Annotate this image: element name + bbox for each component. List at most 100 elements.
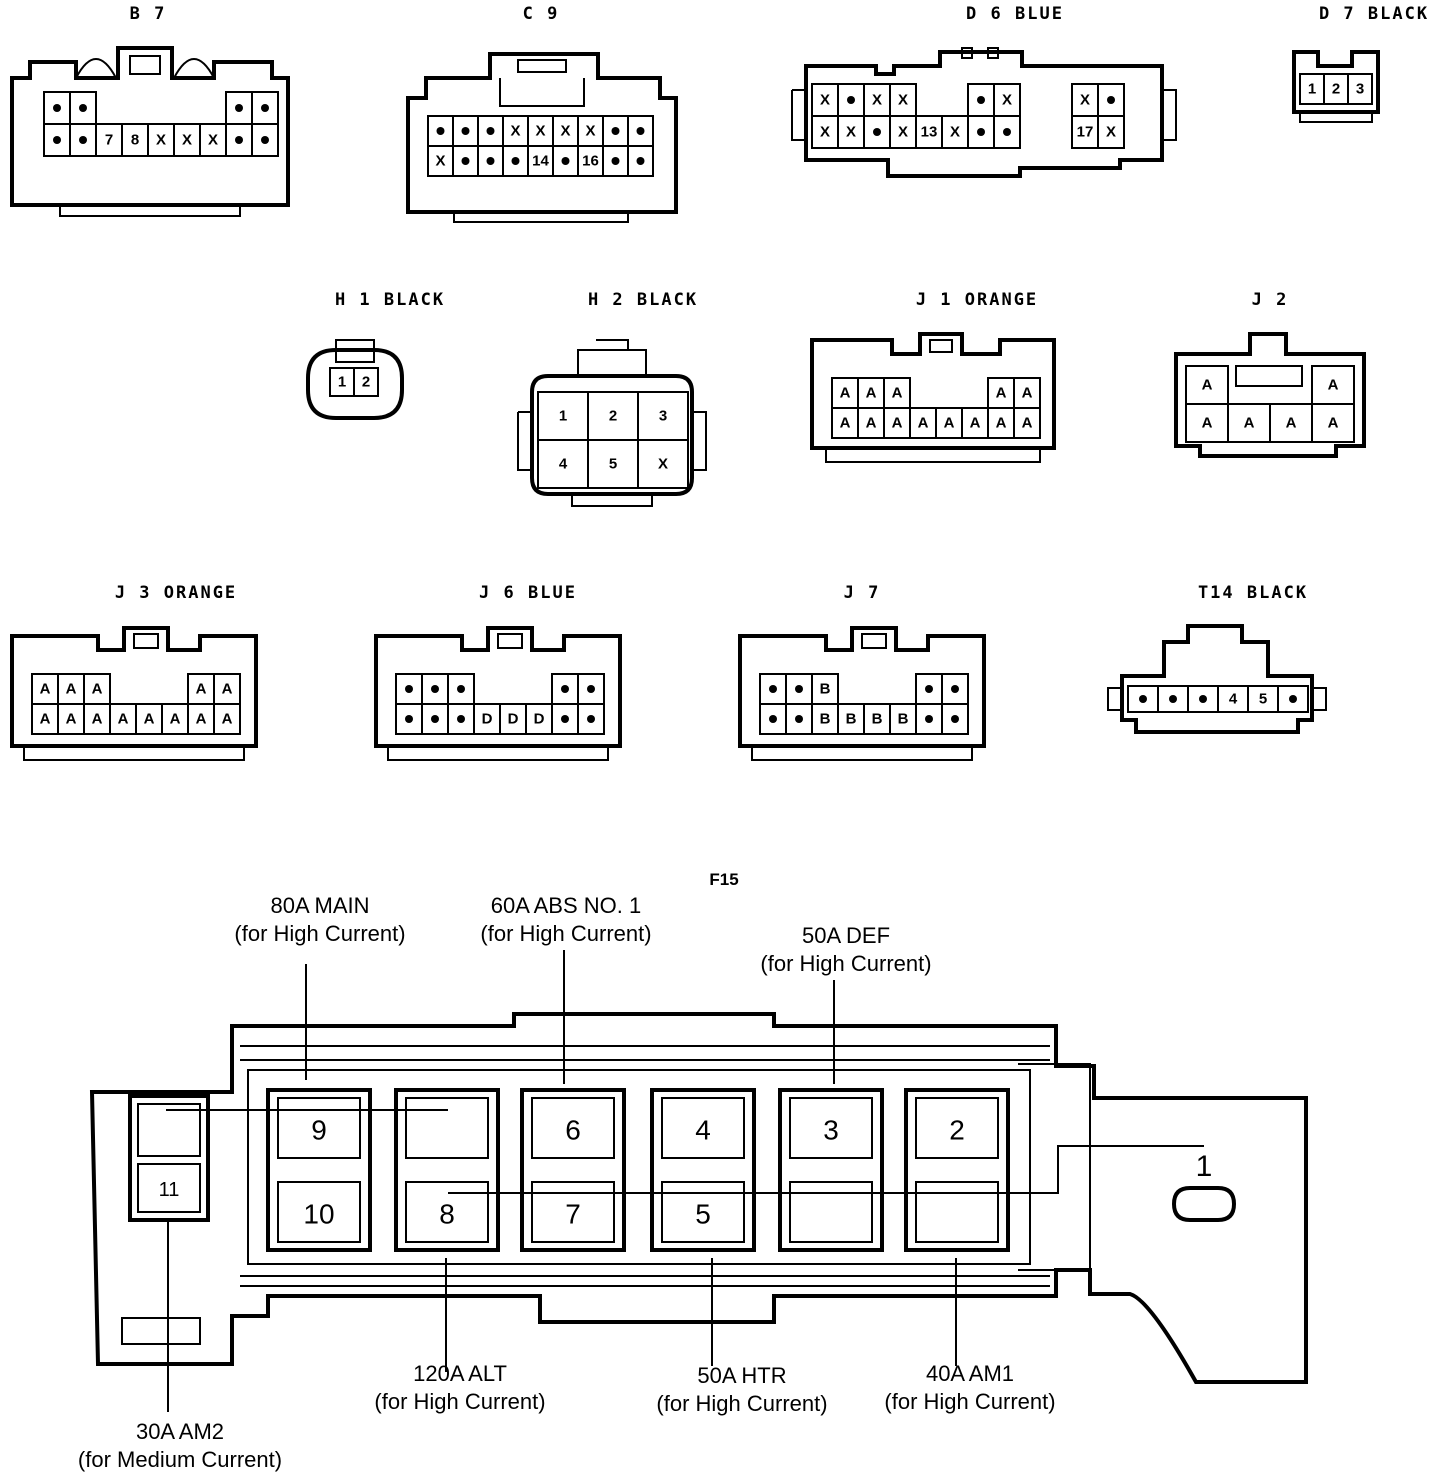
pin-dot-b7-1-1 bbox=[79, 136, 87, 144]
cavity-d6-1-11 bbox=[1097, 115, 1125, 149]
pin-label-j2-1-1: A bbox=[1244, 415, 1255, 432]
pin-label-d7-0-1: 2 bbox=[1332, 81, 1340, 98]
pin-label-d6-1-10: 17 bbox=[1077, 124, 1094, 141]
label-50a-def-name: 50A DEF bbox=[801, 923, 891, 948]
cavity-c9-1-0 bbox=[427, 145, 454, 177]
label-40a-am1: 40A AM1(for High Current) bbox=[884, 1360, 1055, 1416]
pin-dot-b7-0-1 bbox=[79, 104, 87, 112]
pin-label-j3-0-2: A bbox=[92, 681, 103, 698]
pin-dot-c9-1-3 bbox=[511, 157, 520, 165]
fuse-number-9: 9 bbox=[311, 1115, 327, 1146]
fuse-slot-4-1 bbox=[789, 1181, 873, 1243]
pin-dot-c9-1-1 bbox=[461, 157, 470, 165]
cavity-j1-1-2 bbox=[883, 407, 911, 439]
pin-dot-j6-0-0 bbox=[405, 685, 413, 693]
connector-title-h1: H 1 BLACK bbox=[334, 290, 446, 310]
connector-title-j2: J 2 bbox=[1251, 290, 1289, 310]
cavity-d6-1-4 bbox=[915, 115, 943, 149]
connector-h2 bbox=[517, 339, 707, 507]
cavity-h2-1-2 bbox=[637, 439, 689, 489]
pin-label-j1-1-4: A bbox=[944, 415, 955, 432]
pin-label-j1-1-0: A bbox=[840, 415, 851, 432]
cavity-d6-1-5 bbox=[941, 115, 969, 149]
connector-title-j6: J 6 BLUE bbox=[479, 583, 577, 603]
pin-label-b7-1-4: X bbox=[156, 132, 166, 149]
cavity-d6-0-2 bbox=[863, 83, 891, 117]
pin-dot-j7-0-6 bbox=[925, 685, 933, 693]
pin-dot-c9-0-1 bbox=[461, 127, 470, 135]
cavity-j3-1-4 bbox=[135, 703, 163, 735]
pin-label-h2-0-2: 3 bbox=[659, 408, 667, 425]
cavity-b7-1-4 bbox=[147, 123, 175, 157]
pin-dot-d6-0-6 bbox=[977, 96, 985, 104]
pin-label-j2-1-0: A bbox=[1202, 415, 1213, 432]
pin-label-d6-0-0: X bbox=[820, 92, 830, 109]
pin-dot-t14-0-5 bbox=[1289, 695, 1297, 703]
pin-dot-j7-1-1 bbox=[795, 715, 803, 723]
pin-dot-c9-1-2 bbox=[486, 157, 495, 165]
label-50a-htr: 50A HTR(for High Current) bbox=[656, 1362, 827, 1418]
pin-dot-b7-0-7 bbox=[235, 104, 243, 112]
pin-label-j1-0-0: A bbox=[840, 385, 851, 402]
pin-label-j1-1-3: A bbox=[918, 415, 929, 432]
pin-label-j2-1-3: A bbox=[1328, 415, 1339, 432]
fuse-number-2: 2 bbox=[949, 1115, 965, 1146]
pin-dot-c9-0-0 bbox=[436, 127, 445, 135]
connector-title-d7: D 7 BLACK bbox=[1318, 4, 1430, 24]
cavity-j6-1-4 bbox=[499, 703, 527, 735]
pin-label-c9-1-6: 16 bbox=[582, 153, 599, 170]
label-60a-abs-name: 60A ABS NO. 1 bbox=[490, 893, 642, 918]
fuse-number-5: 5 bbox=[695, 1199, 711, 1230]
pin-dot-j7-1-6 bbox=[925, 715, 933, 723]
cavity-h1-0-1 bbox=[353, 367, 379, 397]
pin-label-h2-0-1: 2 bbox=[609, 408, 617, 425]
cavity-j2-1-0 bbox=[1185, 403, 1229, 443]
pin-label-t14-0-4: 5 bbox=[1259, 691, 1267, 708]
label-40a-am1-sub: (for High Current) bbox=[884, 1389, 1056, 1414]
fuse-housing-5 bbox=[904, 1088, 1010, 1252]
fuse-housing-0 bbox=[266, 1088, 372, 1252]
fuse-block-title: F15 bbox=[709, 870, 739, 889]
label-50a-htr-name: 50A HTR bbox=[697, 1363, 787, 1388]
pin-label-c9-1-0: X bbox=[435, 153, 445, 170]
pin-label-d6-1-1: X bbox=[846, 124, 856, 141]
pin-dot-b7-0-8 bbox=[261, 104, 269, 112]
pin-dot-b7-1-0 bbox=[53, 136, 61, 144]
pin-label-c9-0-3: X bbox=[510, 123, 520, 140]
fuse-number-3: 3 bbox=[823, 1115, 839, 1146]
terminal-1-label: 1 bbox=[1195, 1150, 1213, 1183]
label-80a-main-name: 80A MAIN bbox=[270, 893, 370, 918]
pin-dot-j6-1-1 bbox=[431, 715, 439, 723]
pin-label-d6-1-3: X bbox=[898, 124, 908, 141]
pin-dot-b7-1-7 bbox=[235, 136, 243, 144]
pin-label-c9-0-6: X bbox=[585, 123, 595, 140]
fuse-housing-2 bbox=[520, 1088, 626, 1252]
pin-label-h1-0-1: 2 bbox=[362, 374, 370, 391]
label-30a-am2-sub: (for Medium Current) bbox=[77, 1447, 283, 1472]
cavity-b7-1-2 bbox=[95, 123, 123, 157]
pin-dot-j6-1-0 bbox=[405, 715, 413, 723]
cavity-j7-1-2 bbox=[811, 703, 839, 735]
pin-dot-b7-0-0 bbox=[53, 104, 61, 112]
cavity-j2-1-3 bbox=[1311, 403, 1355, 443]
pin-label-j6-1-4: D bbox=[508, 711, 519, 728]
pin-label-j3-1-1: A bbox=[66, 711, 77, 728]
pin-dot-d6-1-2 bbox=[873, 128, 881, 136]
pin-label-d6-0-2: X bbox=[872, 92, 882, 109]
pin-label-j2-0-3: A bbox=[1328, 377, 1339, 394]
pin-label-c9-1-4: 14 bbox=[532, 153, 549, 170]
pin-label-j7-1-4: B bbox=[872, 711, 883, 728]
fuse-housing-1 bbox=[394, 1088, 500, 1252]
cavity-d6-1-7 bbox=[993, 115, 1021, 149]
pin-label-j3-1-6: A bbox=[196, 711, 207, 728]
pin-dot-t14-0-2 bbox=[1199, 695, 1207, 703]
pin-label-j3-1-7: A bbox=[222, 711, 233, 728]
cavity-j6-1-5 bbox=[525, 703, 553, 735]
label-60a-abs-sub: (for High Current) bbox=[480, 921, 652, 946]
